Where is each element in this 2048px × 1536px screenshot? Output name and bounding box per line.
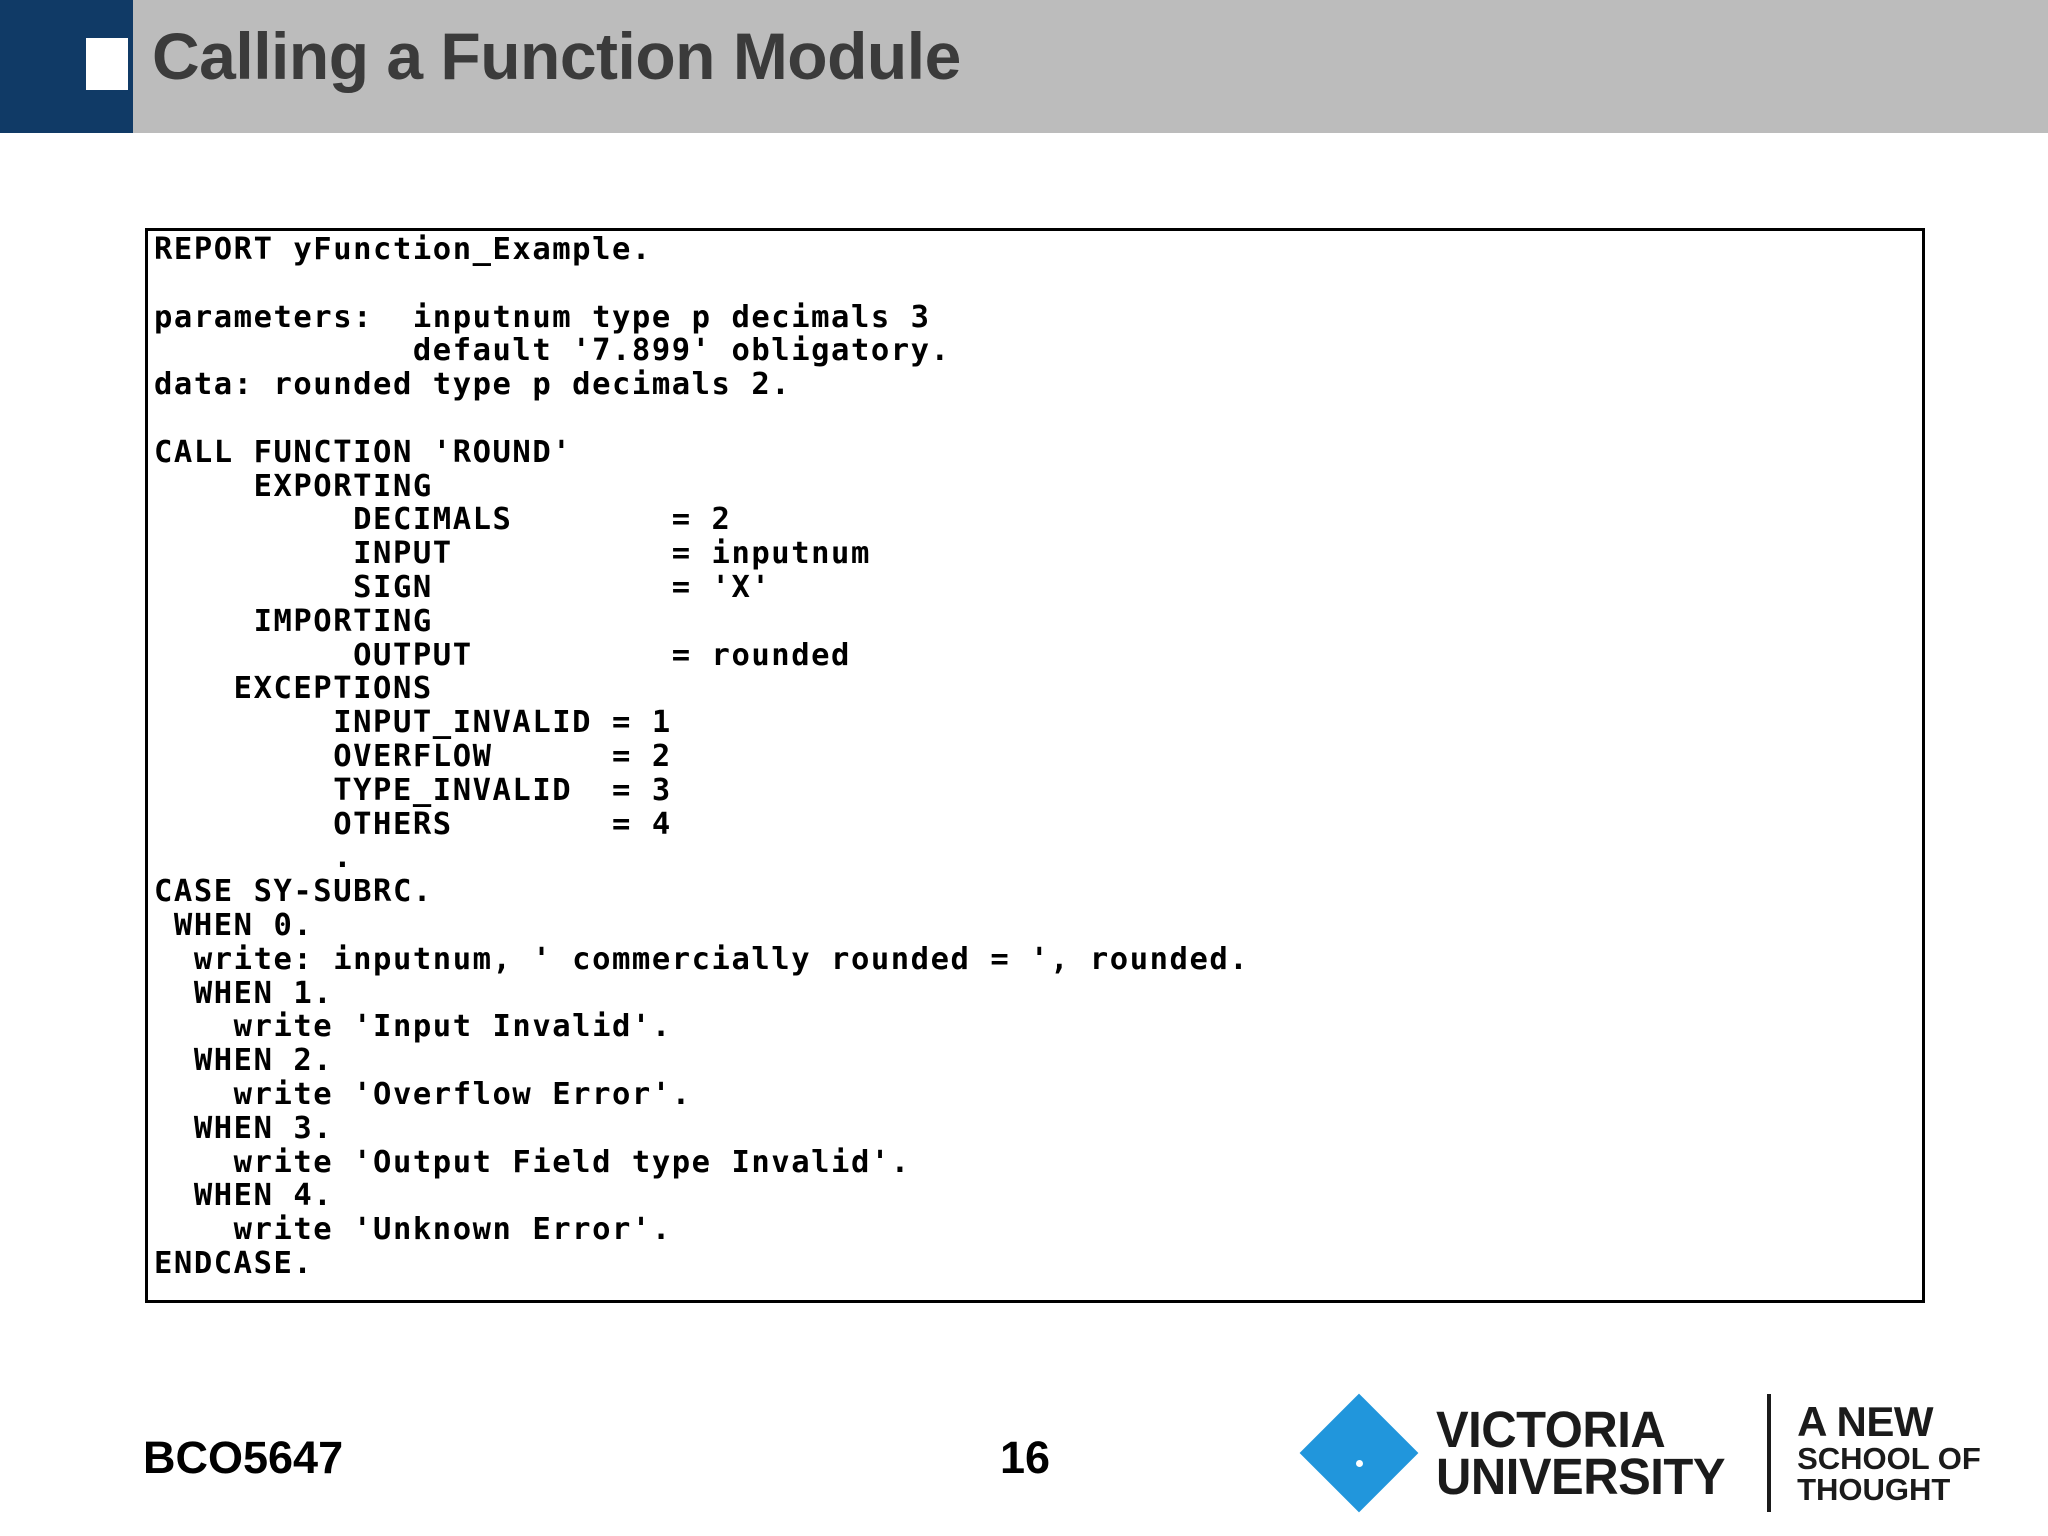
logo-divider [1767, 1394, 1772, 1512]
logo-tagline-line2: SCHOOL OF [1797, 1441, 1981, 1476]
footer-course-code: BCO5647 [143, 1432, 344, 1483]
slide-title-bar: Calling a Function Module [0, 0, 2048, 133]
diamond-logo-icon [1299, 1393, 1419, 1513]
logo-tagline: A NEW SCHOOL OF THOUGHT [1797, 1398, 1981, 1507]
logo-name-line1: VICTORIA [1436, 1400, 1666, 1458]
footer-page-number: 16 [1000, 1432, 1051, 1483]
page-title: Calling a Function Module [152, 19, 961, 93]
logo-name-line2: UNIVERSITY [1436, 1448, 1726, 1505]
title-accent-square-icon [86, 38, 128, 90]
logo-wordmark: VICTORIA UNIVERSITY [1436, 1400, 1737, 1505]
code-block-panel: REPORT yFunction_Example. parameters: in… [145, 228, 1925, 1303]
code-block-text: REPORT yFunction_Example. parameters: in… [154, 232, 1250, 1281]
victoria-university-logo: VICTORIA UNIVERSITY A NEW SCHOOL OF THOU… [1299, 1388, 2030, 1518]
logo-tagline-line1: A NEW [1797, 1398, 1933, 1445]
title-accent-block [0, 0, 133, 133]
logo-tagline-line3: THOUGHT [1797, 1472, 1951, 1507]
